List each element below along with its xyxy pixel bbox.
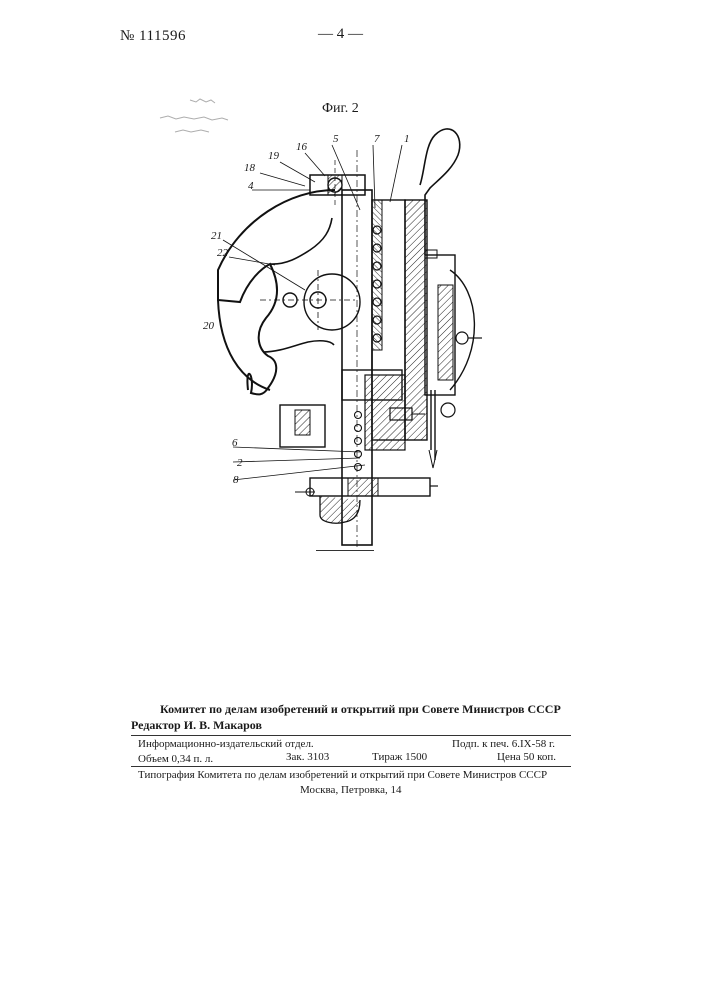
callout-16: 16: [296, 141, 307, 153]
print-date-text: Подп. к печ. 6.IX-58 г.: [452, 738, 555, 750]
editor-line: Редактор И. В. Макаров: [131, 718, 262, 733]
committee-line: Комитет по делам изобретений и открытий …: [160, 702, 561, 717]
imprint-rule-top: [131, 735, 571, 736]
imprint-rule-bottom: [131, 766, 571, 767]
callout-18: 18: [244, 162, 255, 174]
callout-21: 21: [211, 230, 222, 242]
callout-2: 2: [237, 457, 243, 469]
dept-text: Информационно-издательский отдел.: [138, 738, 314, 750]
callout-19: 19: [268, 150, 279, 162]
printer-text: Типография Комитета по делам изобретений…: [138, 769, 547, 781]
callout-20: 20: [203, 320, 214, 332]
page-number: — 4 —: [318, 26, 363, 43]
volume-text: Объем 0,34 п. л.: [138, 753, 213, 765]
price-text: Цена 50 коп.: [497, 751, 556, 763]
order-text: Зак. 3103: [286, 751, 329, 763]
callout-8: 8: [233, 474, 239, 486]
technical-drawing: [120, 90, 600, 570]
patent-number: № 111596: [120, 28, 186, 45]
callout-7: 7: [374, 133, 380, 145]
callout-22: 22: [217, 247, 228, 259]
callout-6: 6: [232, 437, 238, 449]
smudge-marks: [160, 99, 228, 132]
callout-4: 4: [248, 180, 254, 192]
address-text: Москва, Петровка, 14: [300, 784, 401, 796]
separator-rule: [316, 550, 374, 551]
run-text: Тираж 1500: [372, 751, 427, 763]
callout-5: 5: [333, 133, 339, 145]
spring-6: [355, 412, 362, 471]
callout-1: 1: [404, 133, 410, 145]
